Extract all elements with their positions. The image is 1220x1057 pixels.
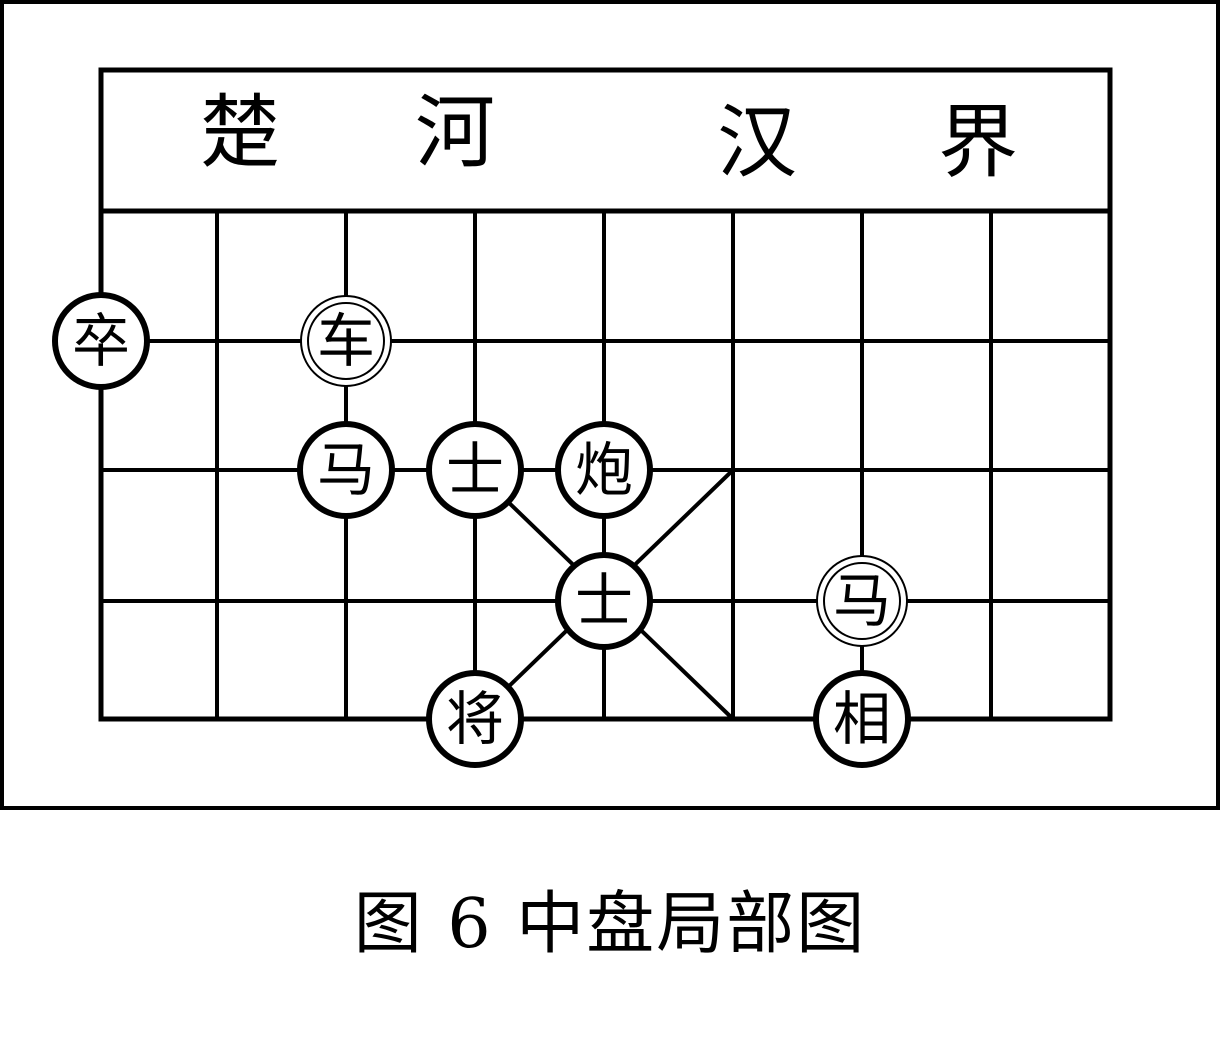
piece-pao[interactable]: 炮: [555, 421, 653, 519]
river-text-han: 汉: [717, 96, 797, 189]
piece-ma-black[interactable]: 马: [297, 421, 395, 519]
piece-label: 相: [833, 685, 891, 753]
piece-jiang[interactable]: 将: [426, 670, 524, 768]
piece-label: 卒: [72, 307, 130, 375]
piece-label: 车: [317, 307, 375, 375]
piece-xiang[interactable]: 相: [813, 670, 911, 768]
piece-label: 士: [575, 567, 633, 635]
figure-caption: 图 6 中盘局部图: [353, 885, 867, 964]
piece-label: 将: [446, 685, 504, 753]
piece-label: 士: [446, 436, 504, 504]
outer-frame: [0, 0, 1220, 810]
piece-label: 炮: [575, 436, 633, 504]
pieces-layer: 卒车马士炮士马将相: [52, 292, 911, 768]
piece-ma-red[interactable]: 马: [816, 555, 908, 647]
river-text-he: 河: [415, 86, 495, 179]
piece-label: 马: [833, 567, 891, 635]
piece-shi-center[interactable]: 士: [555, 552, 653, 650]
piece-shi-upper[interactable]: 士: [426, 421, 524, 519]
piece-che[interactable]: 车: [300, 295, 392, 387]
river-text-chu: 楚: [200, 86, 280, 179]
river-text-jie: 界: [938, 96, 1018, 189]
piece-zu[interactable]: 卒: [52, 292, 150, 390]
piece-label: 马: [317, 436, 375, 504]
